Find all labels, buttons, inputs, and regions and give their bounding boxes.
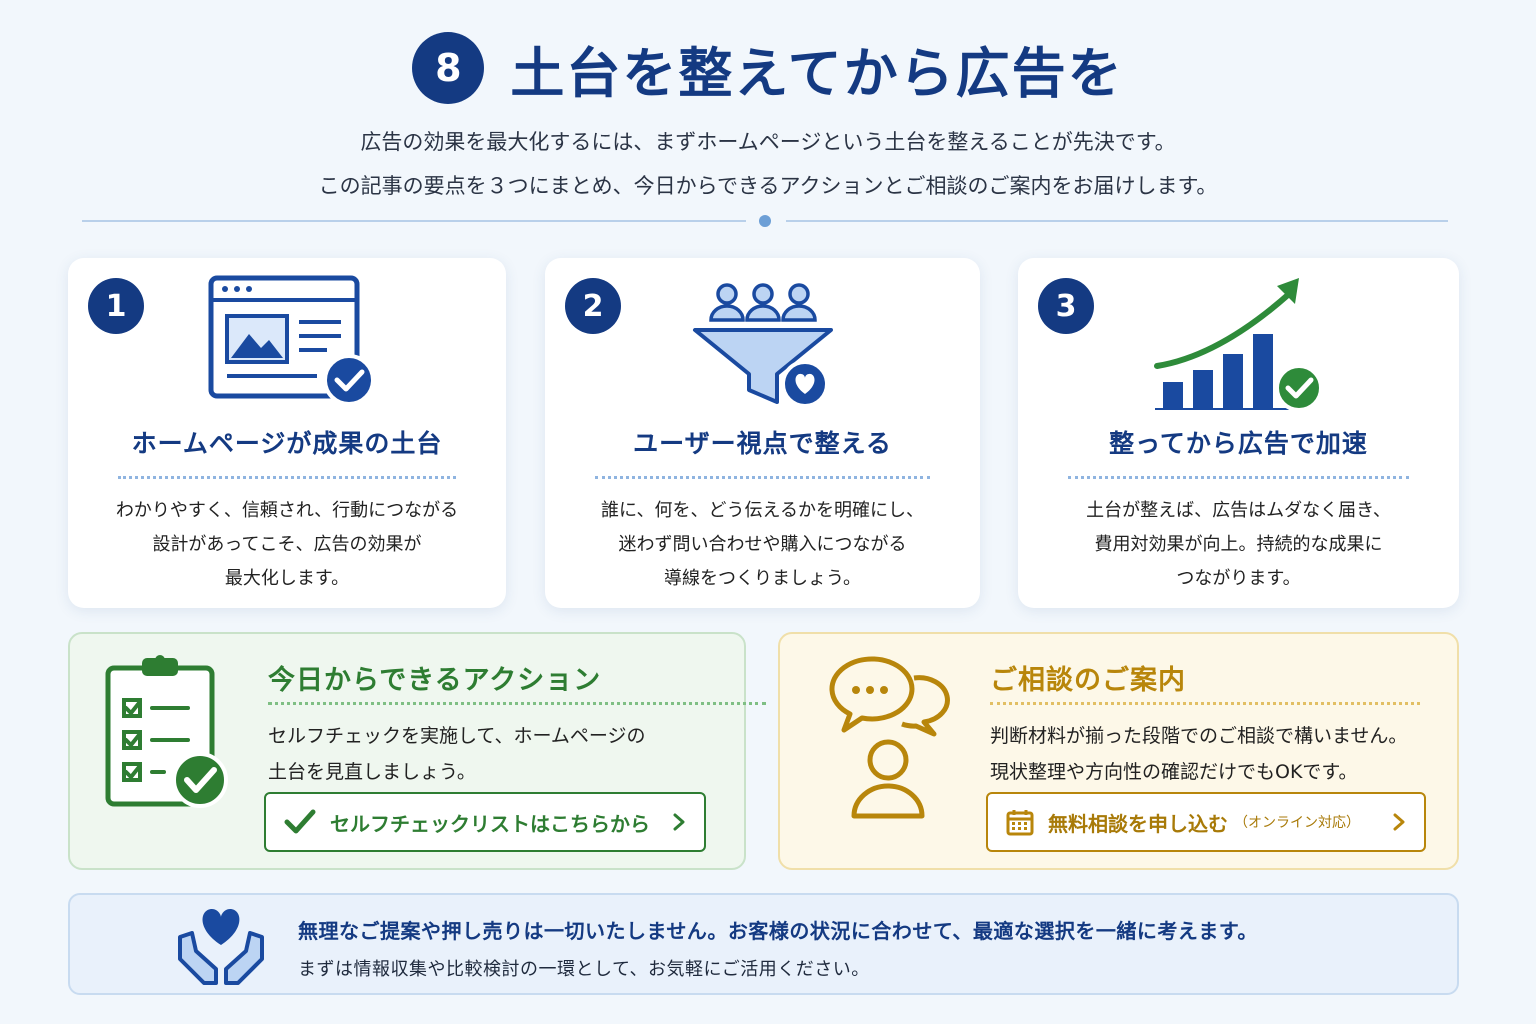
consult-body-line: 現状整理や方向性の確認だけでもOKです。 <box>990 761 1358 783</box>
action-body: セルフチェックを実施して、ホームページの 土台を見直しましょう。 <box>268 718 646 790</box>
consult-body-line: 判断材料が揃った段階でのご相談で構いません。 <box>990 725 1408 747</box>
hands-heart-icon <box>178 909 264 985</box>
card-number-badge: 1 <box>88 278 144 334</box>
card-dotted-divider <box>1068 476 1409 479</box>
card-dotted-divider <box>595 476 930 479</box>
self-checklist-button-label: セルフチェックリストはこちらから <box>330 811 650 836</box>
action-body-line: 土台を見直しましょう。 <box>268 761 476 783</box>
point-card-2: 2 ユーザー視点で整える 誰に、何を、どう伝えるかを明確にし、 迷わず問い合わせ… <box>545 258 980 608</box>
action-dotted-divider <box>268 702 766 705</box>
point-card-3: 3 整ってから広告で加速 土台が整えば、広告はムダなく届き、 費用対効果が向上。… <box>1018 258 1459 608</box>
section-number-badge: 8 <box>412 32 485 104</box>
consult-dotted-divider <box>990 702 1420 705</box>
user-funnel-heart-icon <box>692 283 833 408</box>
card-body-line: 迷わず問い合わせや購入につながる <box>618 534 907 555</box>
card-body: わかりやすく、信頼され、行動につながる 設計があってこそ、広告の効果が 最大化し… <box>68 494 506 596</box>
page-title: 土台を整えてから広告を <box>510 41 1124 105</box>
card-body-line: 土台が整えば、広告はムダなく届き、 <box>1086 500 1391 521</box>
online-support-note: （オンライン対応） <box>1234 815 1360 831</box>
chat-person-icon <box>829 656 950 819</box>
free-consultation-button-label: 無料相談を申し込む <box>1048 811 1228 836</box>
checkmark-icon <box>284 808 316 836</box>
card-body-line: 費用対効果が向上。持続的な成果に <box>1094 534 1383 555</box>
card-title: ホームページが成果の土台 <box>131 429 443 458</box>
free-consultation-button[interactable]: 無料相談を申し込む （オンライン対応） <box>986 792 1426 852</box>
point-card-1: 1 ホームページが成果の土台 わかりやすく、信頼され、行動につながる 設計があっ… <box>68 258 506 608</box>
card-number-badge: 2 <box>565 278 621 334</box>
reassurance-note: 無理なご提案や押し売りは一切いたしません。お客様の状況に合わせて、最適な選択を一… <box>68 893 1459 995</box>
checklist-clipboard-icon <box>105 655 228 808</box>
consult-panel: ご相談のご案内 判断材料が揃った段階でのご相談で構いません。 現状整理や方向性の… <box>778 632 1459 870</box>
card-body-line: つながります。 <box>1176 568 1301 589</box>
card-number-badge: 3 <box>1038 278 1094 334</box>
card-body-line: 導線をつくりましょう。 <box>664 568 861 589</box>
chevron-right-icon <box>1392 812 1406 832</box>
action-body-line: セルフチェックを実施して、ホームページの <box>268 725 646 747</box>
card-body: 土台が整えば、広告はムダなく届き、 費用対効果が向上。持続的な成果に つながりま… <box>1018 494 1459 596</box>
card-dotted-divider <box>118 476 456 479</box>
card-body: 誰に、何を、どう伝えるかを明確にし、 迷わず問い合わせや購入につながる 導線をつ… <box>545 494 980 596</box>
note-headline: 無理なご提案や押し売りは一切いたしません。お客様の状況に合わせて、最適な選択を一… <box>298 919 1258 943</box>
page-header: 8 土台を整えてから広告を <box>0 32 1536 105</box>
consult-body: 判断材料が揃った段階でのご相談で構いません。 現状整理や方向性の確認だけでもOK… <box>990 718 1407 790</box>
growth-chart-check-icon <box>1153 278 1323 410</box>
divider-right <box>786 220 1448 222</box>
note-subline: まずは情報収集や比較検討の一環として、お気軽にご活用ください。 <box>298 959 870 980</box>
card-body-line: わかりやすく、信頼され、行動につながる <box>115 500 459 521</box>
consult-title: ご相談のご案内 <box>990 665 1186 696</box>
chevron-right-icon <box>672 812 686 832</box>
calendar-icon <box>1006 808 1034 836</box>
divider-left <box>82 220 746 222</box>
divider-dot <box>759 215 771 227</box>
lead-text: 広告の効果を最大化するには、まずホームページという土台を整えることが先決です。 … <box>0 120 1536 208</box>
action-panel: 今日からできるアクション セルフチェックを実施して、ホームページの 土台を見直し… <box>68 632 766 870</box>
card-title: ユーザー視点で整える <box>633 429 892 458</box>
self-checklist-button[interactable]: セルフチェックリストはこちらから <box>264 792 706 852</box>
lead-line-2: この記事の要点を３つにまとめ、今日からできるアクションとご相談のご案内をお届けし… <box>318 174 1218 198</box>
card-body-line: 誰に、何を、どう伝えるかを明確にし、 <box>601 500 924 521</box>
lead-line-1: 広告の効果を最大化するには、まずホームページという土台を整えることが先決です。 <box>360 130 1176 154</box>
card-body-line: 設計があってこそ、広告の効果が <box>152 534 422 555</box>
action-title: 今日からできるアクション <box>268 665 602 696</box>
card-title: 整ってから広告で加速 <box>1109 429 1368 458</box>
card-body-line: 最大化します。 <box>224 568 350 589</box>
webpage-check-icon <box>208 275 375 406</box>
